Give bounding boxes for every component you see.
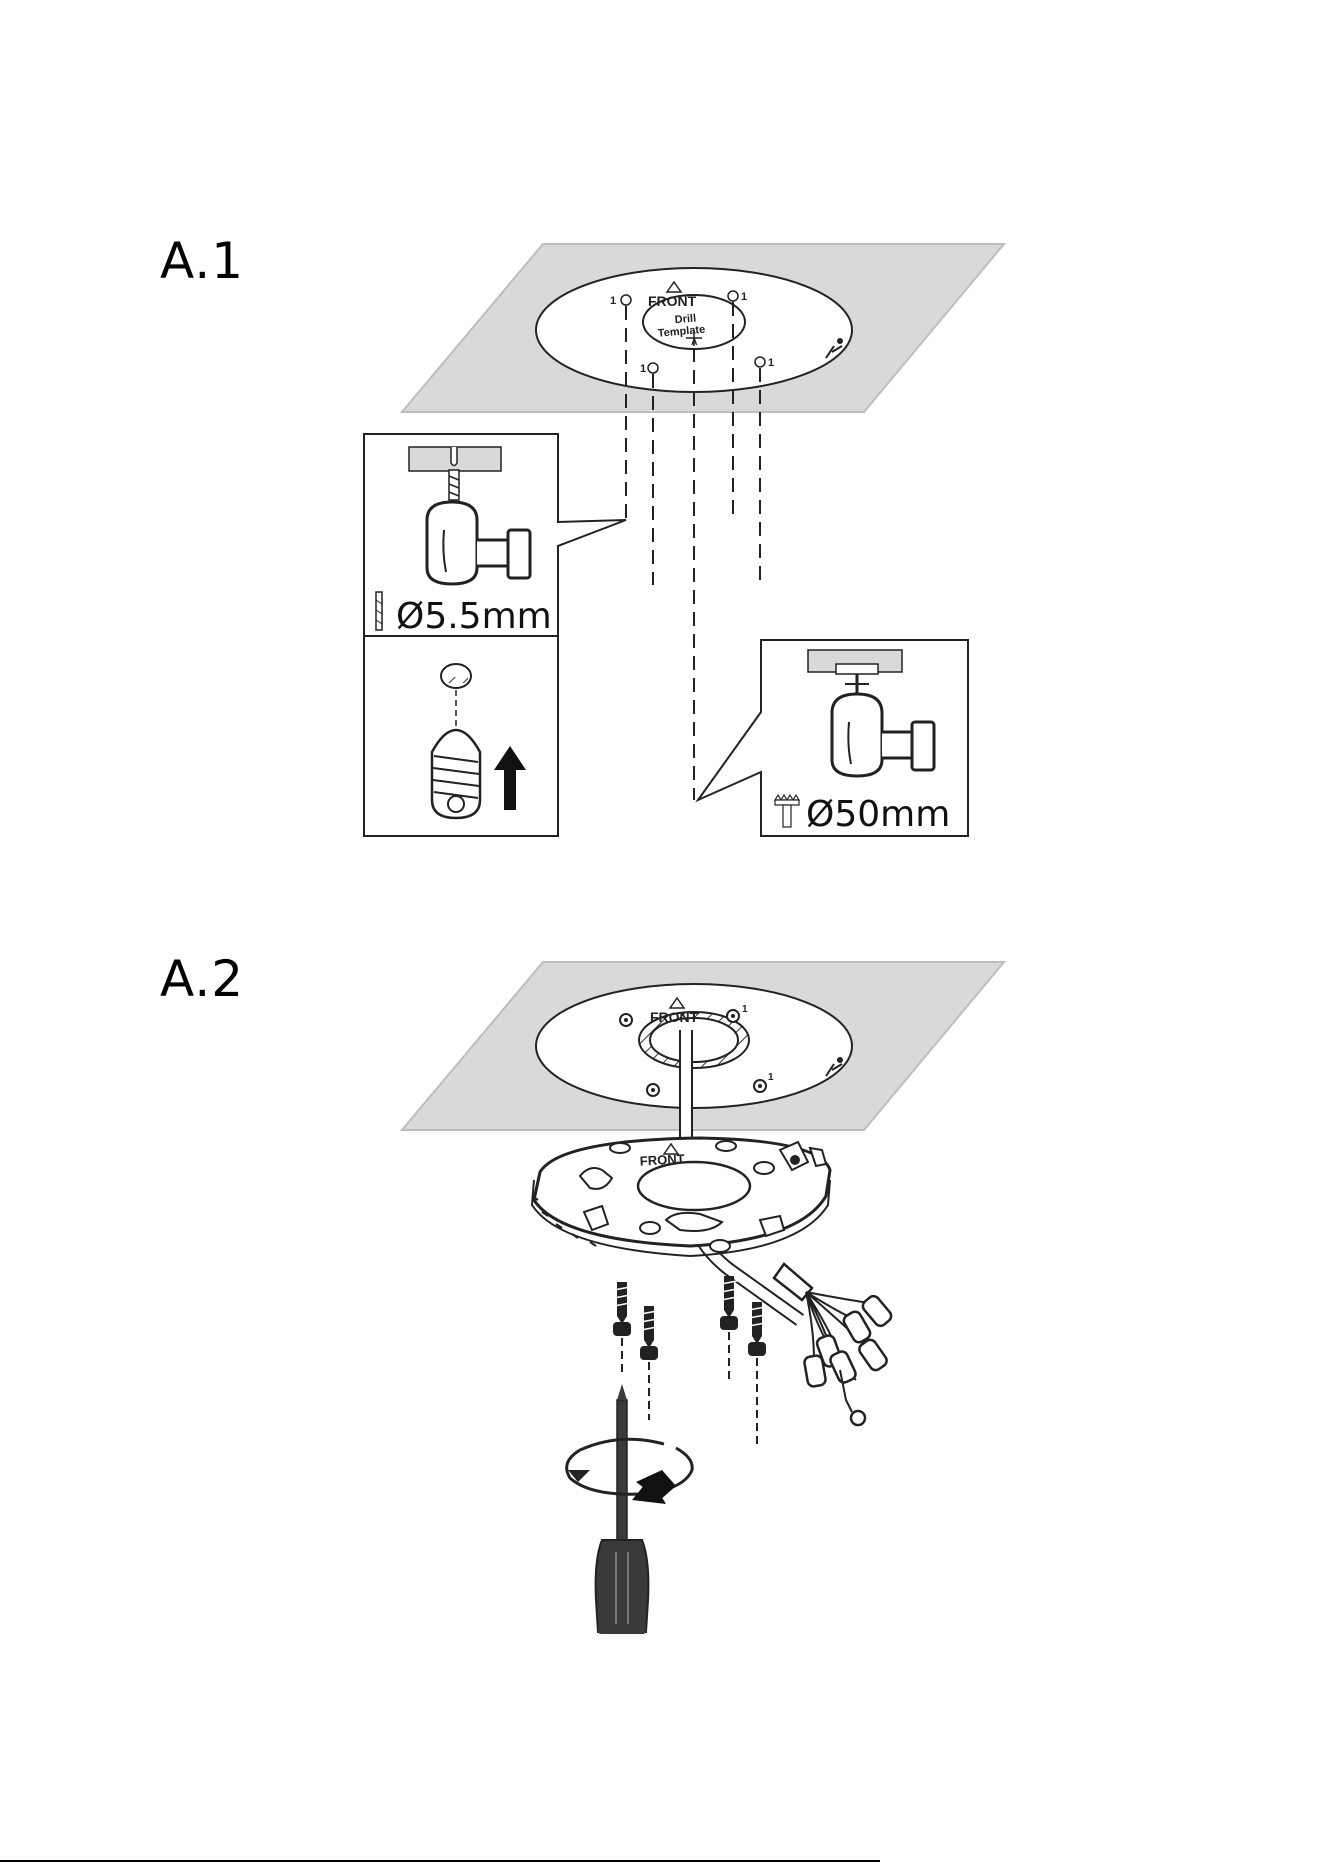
plate-front-text: FRONT	[650, 1009, 699, 1025]
drill-handle	[508, 530, 530, 578]
plate-hole	[620, 1014, 632, 1026]
mounting-bracket: FRONT	[532, 1138, 830, 1256]
bracket-front-text: FRONT	[639, 1151, 685, 1168]
rotate-clockwise-arrow	[567, 1439, 693, 1504]
hole-number: 1	[610, 295, 616, 307]
screw	[748, 1302, 766, 1446]
hole-number: 1	[768, 1072, 774, 1083]
hole-number: 1	[742, 1004, 748, 1015]
plate-hole	[647, 1084, 659, 1096]
footer-rule	[0, 1860, 880, 1862]
hole-number: 1	[768, 357, 774, 369]
drill-small-diameter: Ø5.5mm	[396, 596, 552, 637]
hole-number: 1	[640, 363, 646, 375]
callout-small-drill: Ø5.5mm	[364, 434, 626, 637]
screw	[640, 1306, 658, 1420]
screw	[613, 1282, 631, 1376]
template-center-mark: A	[691, 337, 698, 347]
hole-number: 1	[741, 291, 747, 303]
callout-wall-plug	[364, 636, 558, 836]
drill-body	[427, 502, 477, 584]
drill-body	[832, 694, 882, 776]
step-a1-illustration: FRONT Drill Template A 1 1 1 1	[364, 244, 1004, 836]
screwdriver	[596, 1384, 649, 1634]
cable-connectors	[774, 1264, 894, 1425]
step-a2-illustration: FRONT 1 1 FRONT	[402, 962, 1004, 1634]
template-front-text: FRONT	[648, 293, 697, 309]
drill-large-diameter: Ø50mm	[806, 794, 950, 835]
drill-handle	[912, 722, 934, 770]
screw	[720, 1276, 738, 1380]
callout-hole-saw: Ø50mm	[698, 640, 968, 836]
